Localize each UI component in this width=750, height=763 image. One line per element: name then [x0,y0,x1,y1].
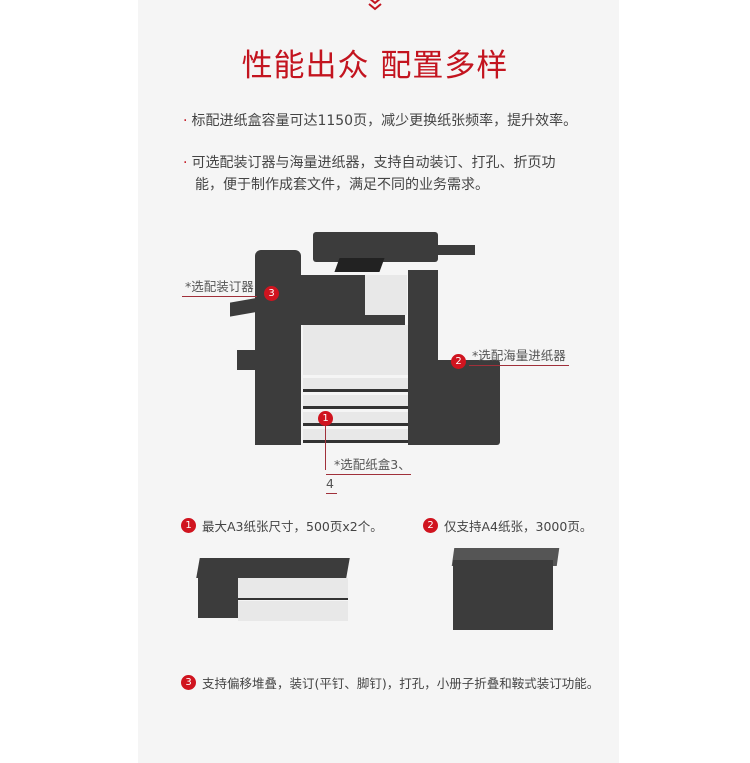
feature-text: 支持偏移堆叠，装订(平钉、脚钉)，打孔，小册子折叠和鞍式装订功能。 [202,676,600,691]
callout-number-3: 3 [264,286,279,301]
callout-number-1: 1 [318,411,333,426]
callout-finisher: *选配装订器 [182,276,257,297]
bullet-2: ·可选配装订器与海量进纸器，支持自动装订、打孔、折页功能，便于制作成套文件，满足… [183,155,556,193]
double-chevron-down-icon[interactable] [367,0,383,12]
callout-trays: *选配纸盒3、4 [326,454,416,494]
feature-number: 2 [423,518,438,533]
bullet-text: 可选配装订器与海量进纸器，支持自动装订、打孔、折页功 [191,155,556,171]
bullet-text: 能，便于制作成套文件，满足不同的业务需求。 [195,177,489,193]
feature-text: 仅支持A4纸张，3000页。 [444,519,593,534]
bullet-text: 标配进纸盒容量可达1150页，减少更换纸张频率，提升效率。 [191,113,578,129]
page-title: 性能出众 配置多样 [241,48,509,84]
callout-line [325,426,326,470]
callout-label: *选配装订器 [182,279,257,297]
feature-number: 1 [181,518,196,533]
printer-illustration [225,230,515,460]
feature-2: 2 仅支持A4纸张，3000页。 [423,516,592,535]
feature-1: 1 最大A3纸张尺寸，500页x2个。 [181,516,383,535]
callout-label: *选配海量进纸器 [469,348,569,366]
bullet-1: ·标配进纸盒容量可达1150页，减少更换纸张频率，提升效率。 [183,113,578,129]
paper-tray-illustration [196,553,350,628]
feature-text: 最大A3纸张尺寸，500页x2个。 [202,519,383,534]
callout-label: *选配纸盒3、4 [326,457,411,494]
high-capacity-feeder-illustration [451,548,560,633]
callout-number-2: 2 [451,354,466,369]
callout-hcf: *选配海量进纸器 [469,345,569,366]
feature-number: 3 [181,675,196,690]
feature-3: 3 支持偏移堆叠，装订(平钉、脚钉)，打孔，小册子折叠和鞍式装订功能。 [181,673,599,692]
